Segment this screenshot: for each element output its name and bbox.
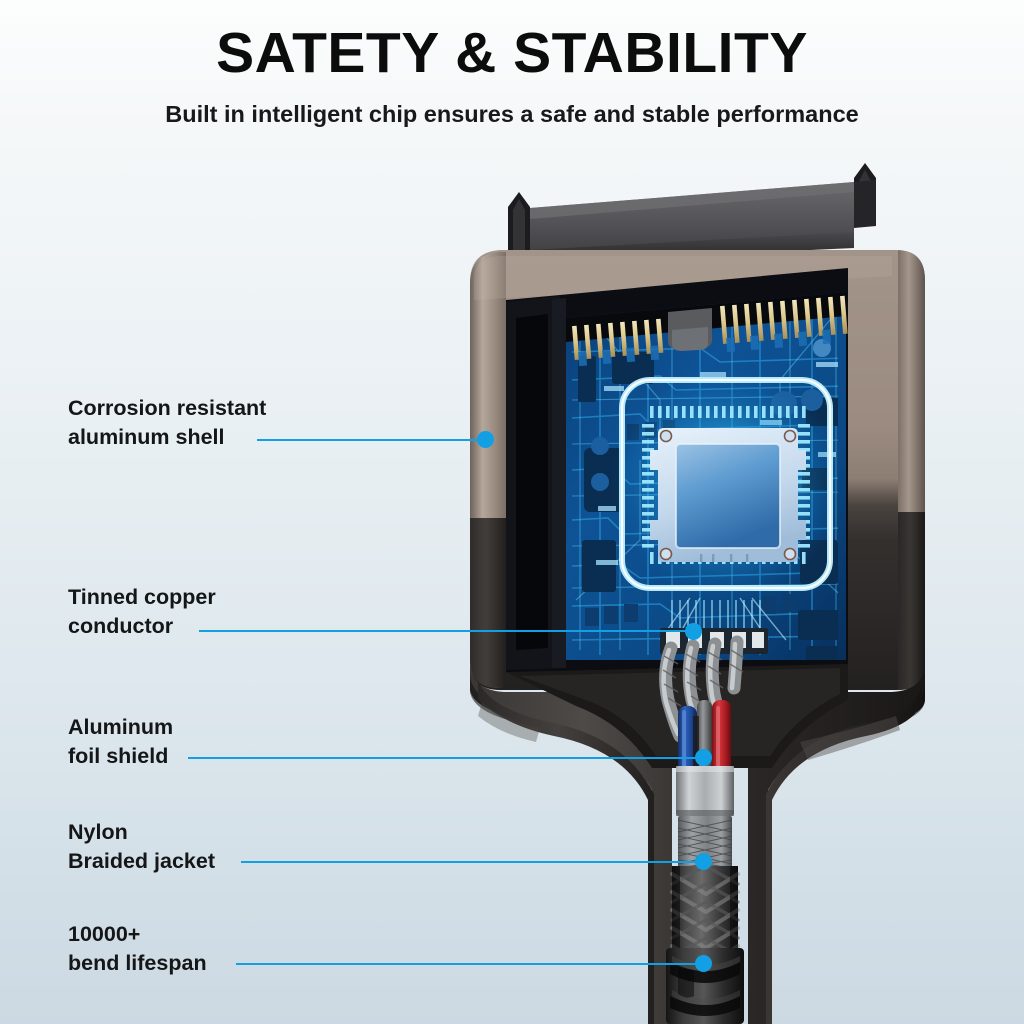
callout-dot-bend <box>695 955 712 972</box>
callout-label-bend-line1: 10000+ <box>68 922 141 946</box>
callout-line-conductor <box>199 630 693 633</box>
callout-label-shell-line2: aluminum shell <box>68 424 225 449</box>
callout-label-foil-line1: Aluminum <box>68 715 174 739</box>
braided-conductors <box>659 635 745 743</box>
header: SATETY & STABILITY Built in intelligent … <box>0 0 1024 128</box>
callout-label-conductor: Tinned copper conductor <box>68 583 216 640</box>
callout-label-nylon: Nylon Braided jacket <box>68 818 215 875</box>
callout-label-conductor-line2: conductor <box>68 613 174 638</box>
callout-dot-conductor <box>685 623 702 640</box>
callout-dot-nylon <box>695 853 712 870</box>
intelligent-chip <box>650 428 806 562</box>
circuit-board <box>506 268 848 672</box>
callout-line-foil <box>188 757 703 760</box>
nylon-braided-jacket <box>670 864 740 969</box>
page-subtitle: Built in intelligent chip ensures a safe… <box>165 100 859 127</box>
callout-line-shell <box>257 439 485 442</box>
red-wire <box>712 700 731 772</box>
blue-wire <box>678 706 697 772</box>
callout-line-bend <box>236 963 703 966</box>
callout-dot-foil <box>695 749 712 766</box>
callout-label-nylon-line1: Nylon <box>68 820 128 844</box>
callout-label-foil: Aluminum foil shield <box>68 713 173 770</box>
callout-label-nylon-line2: Braided jacket <box>68 848 215 873</box>
callout-label-foil-line2: foil shield <box>68 743 169 768</box>
callout-label-conductor-line1: Tinned copper <box>68 585 216 609</box>
sata-connector-header <box>508 163 876 263</box>
callout-label-shell-line1: Corrosion resistant <box>68 396 267 420</box>
callout-label-bend-line2: bend lifespan <box>68 950 207 975</box>
aluminum-foil-shield <box>676 766 734 816</box>
page-title: SATETY & STABILITY <box>216 21 808 85</box>
gold-contact-pins <box>566 292 848 367</box>
callout-dot-shell <box>477 431 494 448</box>
callout-label-bend: 10000+ bend lifespan <box>68 920 207 977</box>
callout-label-shell: Corrosion resistant aluminum shell <box>68 394 266 451</box>
callout-line-nylon <box>241 861 703 864</box>
